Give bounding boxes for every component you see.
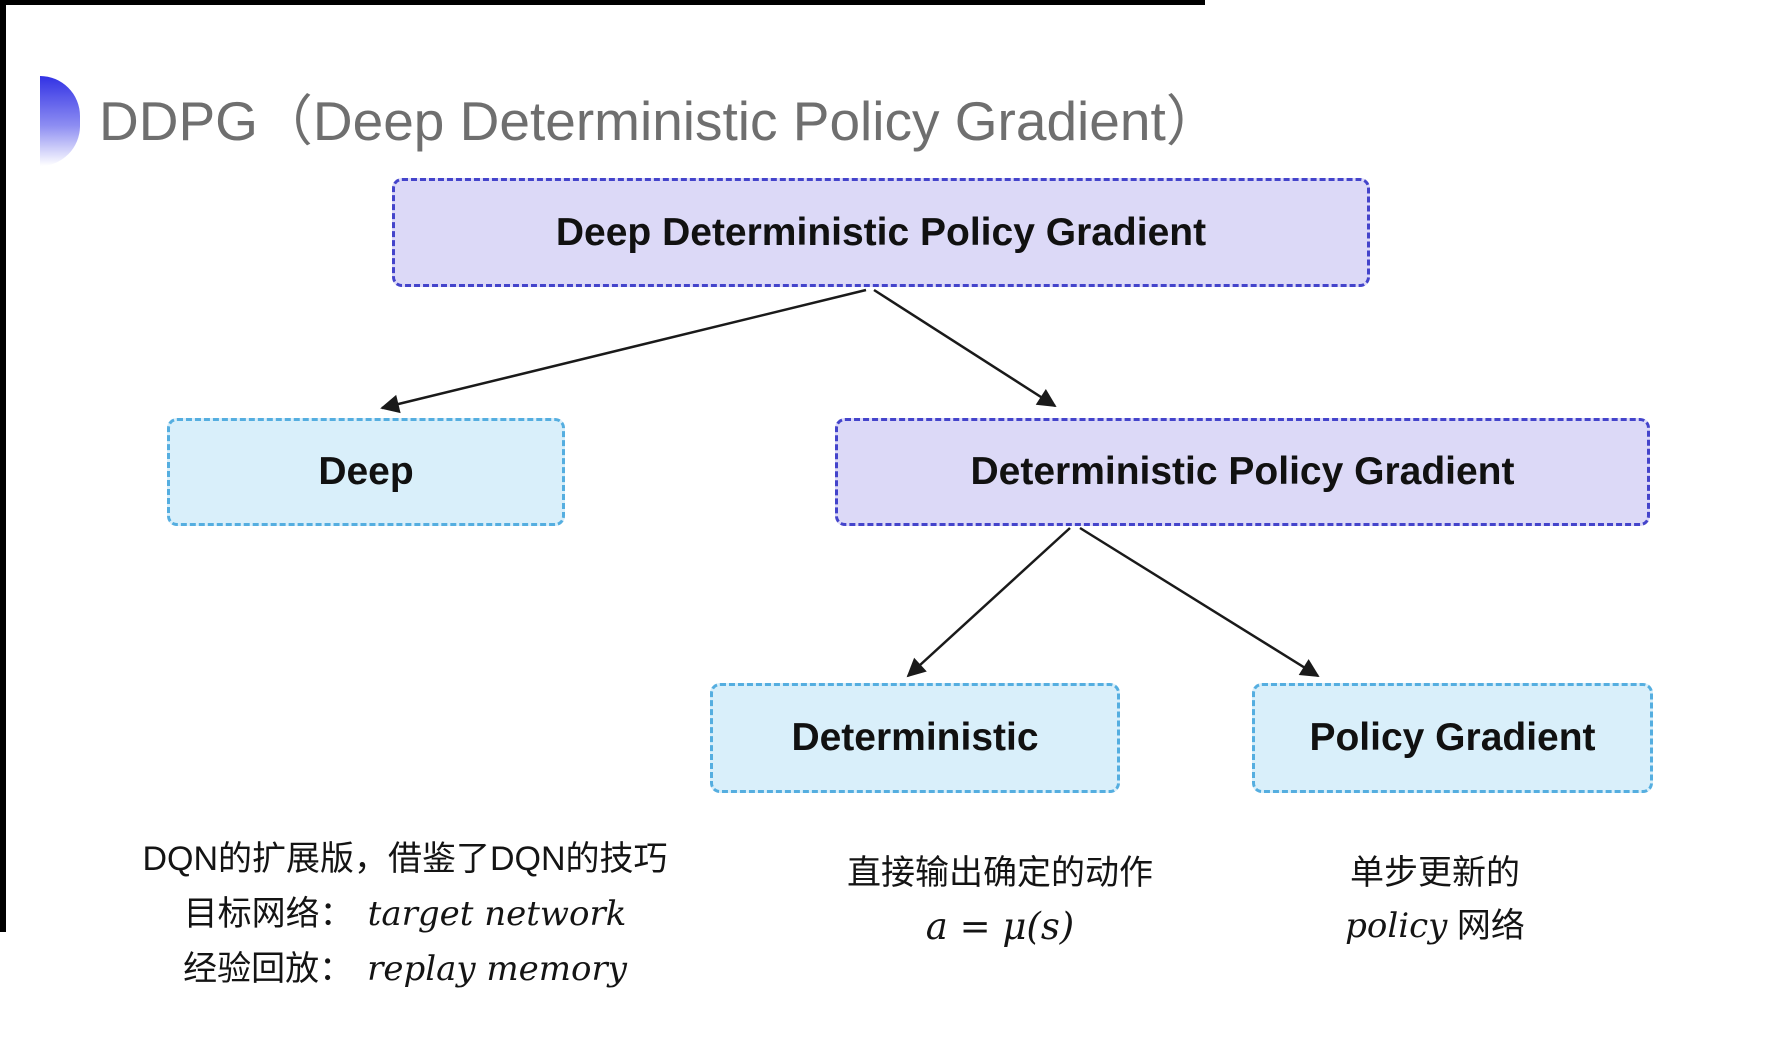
target-network-label: 目标网络： — [183, 895, 354, 933]
policy-word-italic: policy — [1345, 906, 1448, 946]
arrow-dpg-to-deterministic — [906, 527, 1071, 678]
screenshot-left-edge — [0, 0, 6, 932]
annotation-deep-replay: 经验回放： replay memory — [110, 942, 700, 997]
arrow-dpg-to-policy-gradient — [1079, 526, 1320, 678]
node-label: Deep — [318, 450, 414, 493]
node-policy-gradient: Policy Gradient — [1252, 683, 1653, 793]
node-deterministic: Deterministic — [710, 683, 1120, 793]
annotation-deterministic-line1: 直接输出确定的动作 — [847, 854, 1153, 892]
replay-memory-label: 经验回放： — [183, 950, 354, 988]
slide-title: DDPG（Deep Deterministic Policy Gradient） — [99, 90, 1221, 152]
annotation-deep: DQN的扩展版，借鉴了DQN的技巧 目标网络： target network 经验… — [110, 832, 700, 997]
arrow-root-to-deep — [380, 288, 867, 414]
node-deep: Deep — [167, 418, 565, 526]
node-deterministic-policy-gradient: Deterministic Policy Gradient — [835, 418, 1650, 526]
annotation-deep-target: 目标网络： target network — [110, 887, 700, 942]
annotation-pg-line1: 单步更新的 — [1350, 854, 1520, 892]
target-network-value: target network — [367, 894, 627, 934]
node-label: Policy Gradient — [1309, 716, 1596, 759]
node-label: Deterministic Policy Gradient — [970, 450, 1515, 493]
node-deep-deterministic-policy-gradient: Deep Deterministic Policy Gradient — [392, 178, 1370, 287]
policy-network-rest: 网络 — [1447, 907, 1525, 945]
screenshot-top-edge — [0, 0, 1205, 5]
node-label: Deep Deterministic Policy Gradient — [555, 210, 1207, 254]
replay-memory-value: replay memory — [367, 949, 627, 989]
annotation-pg-line2: policy 网络 — [1240, 901, 1630, 951]
annotation-deterministic: 直接输出确定的动作 a = μ(s) — [800, 846, 1200, 953]
node-label: Deterministic — [791, 716, 1039, 759]
annotation-policy-gradient: 单步更新的 policy 网络 — [1240, 846, 1630, 951]
annotation-deep-line1: DQN的扩展版，借鉴了DQN的技巧 — [142, 840, 668, 878]
title-bullet-icon — [40, 76, 80, 166]
deterministic-formula: a = μ(s) — [925, 905, 1075, 948]
arrow-root-to-dpg — [873, 288, 1057, 408]
